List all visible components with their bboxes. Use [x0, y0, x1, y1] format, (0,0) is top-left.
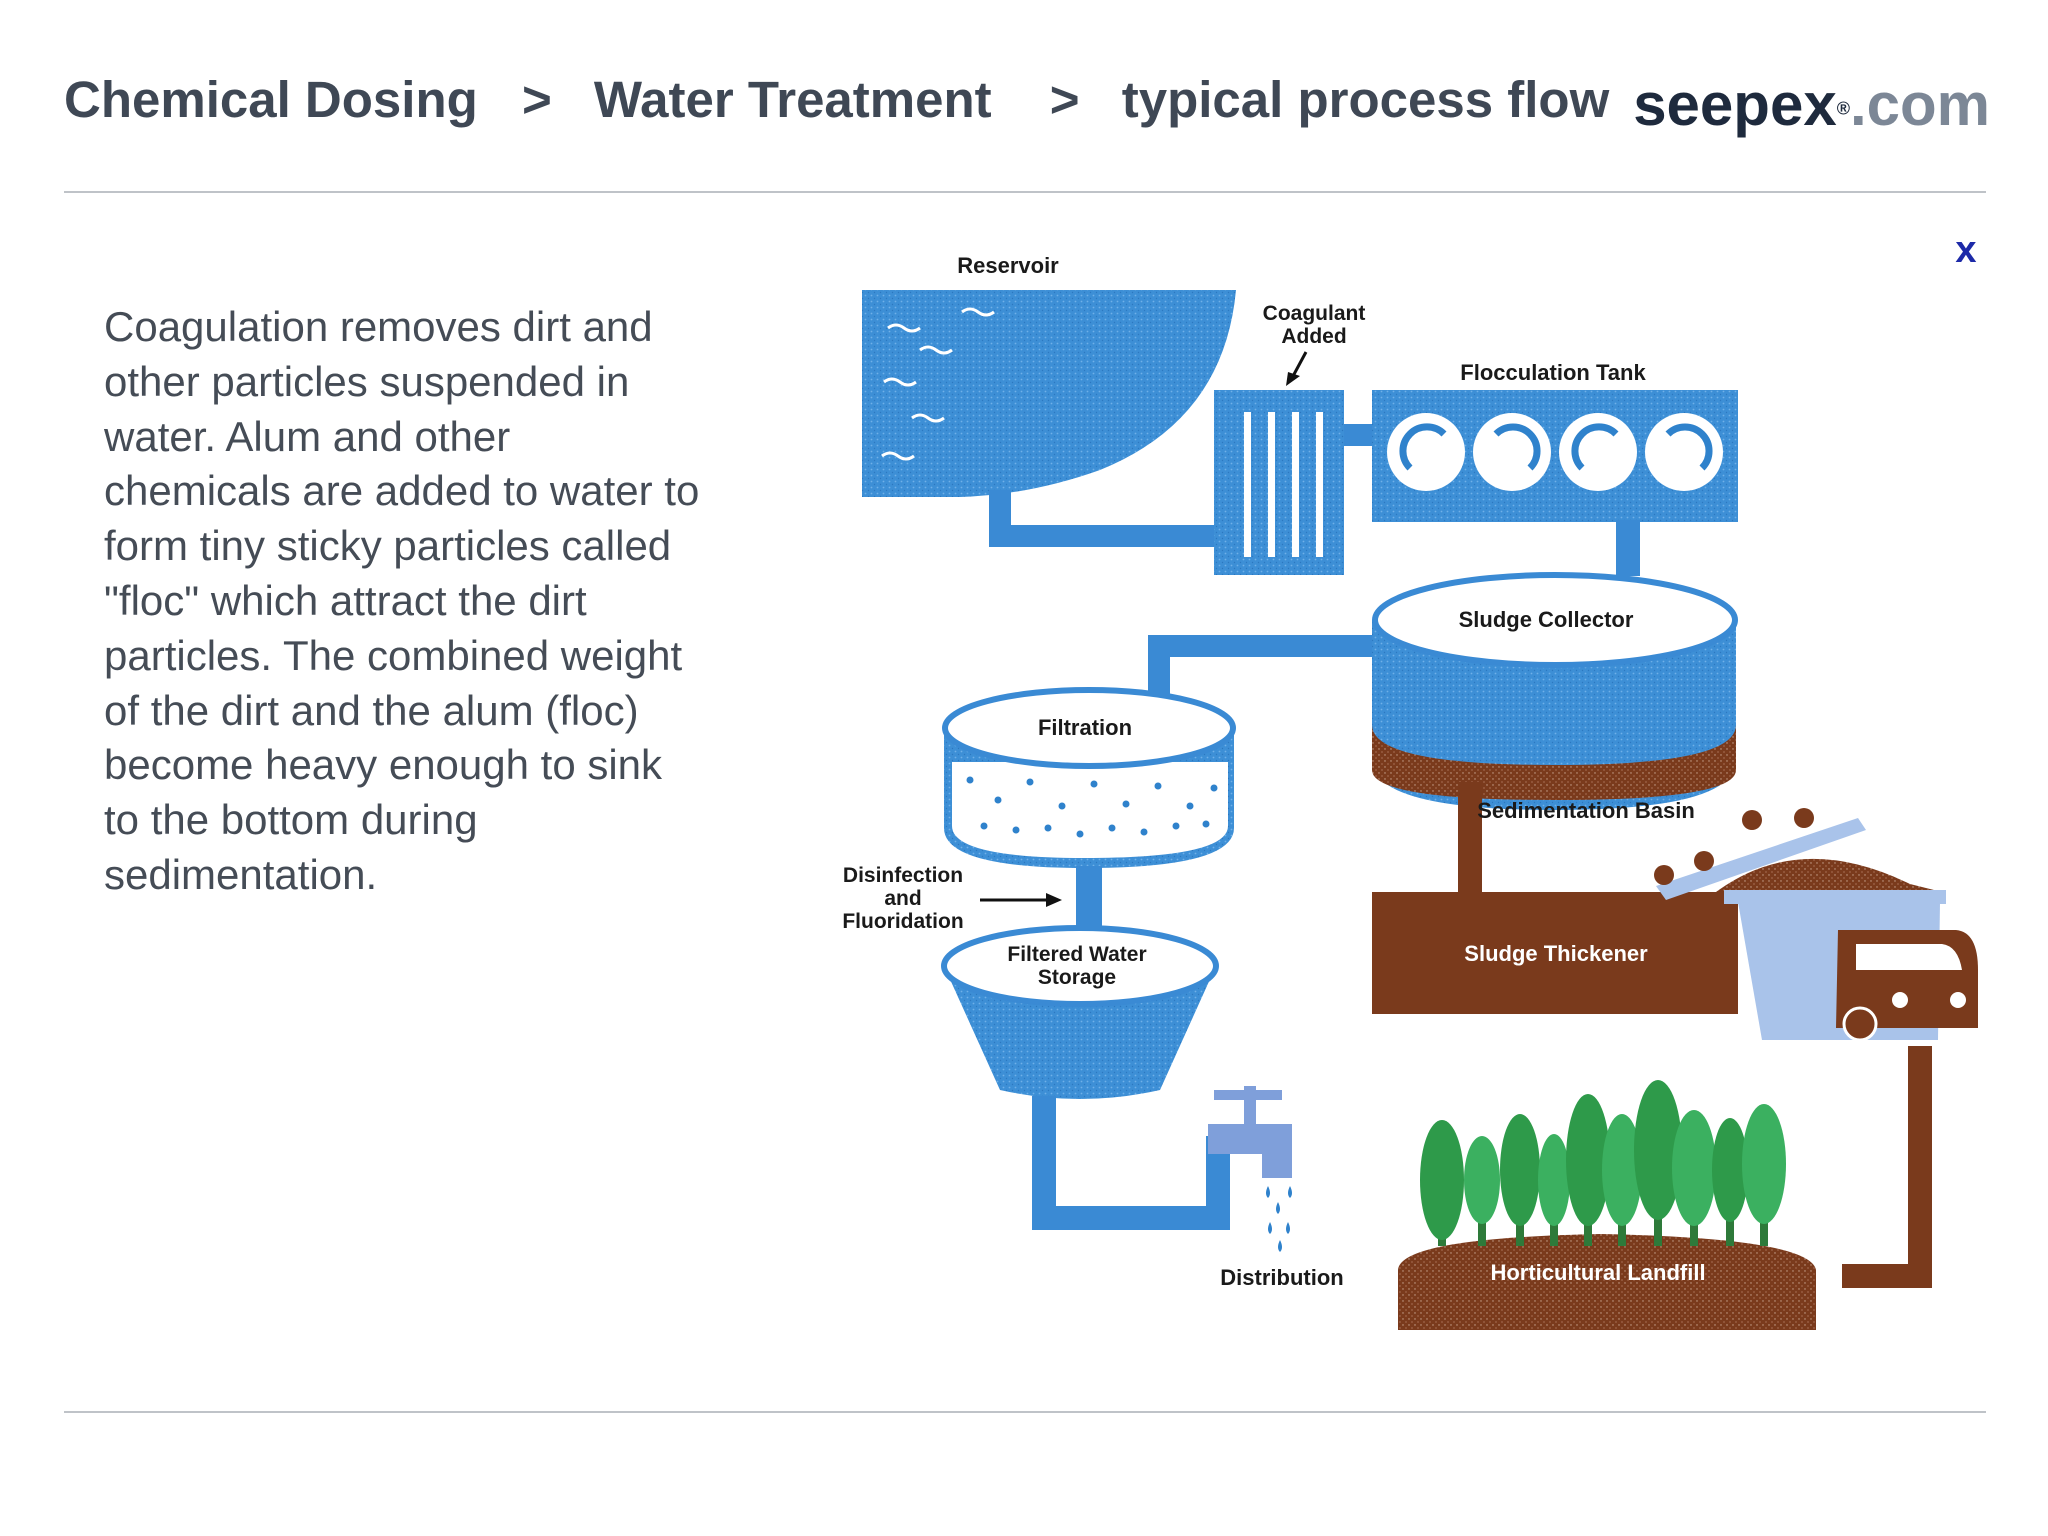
filtration-tank — [942, 687, 1236, 868]
coagulation-description: Coagulation removes dirt and other parti… — [104, 303, 700, 898]
close-button[interactable]: x — [1955, 229, 1977, 271]
sludge-thickener — [1372, 892, 1738, 1014]
label-sludge-thickener: Sludge Thickener — [1464, 941, 1648, 966]
label-sludge-collector: Sludge Collector — [1459, 607, 1634, 632]
breadcrumb-item-water-treatment[interactable]: Water Treatment — [593, 71, 992, 128]
label-storage-1: Filtered Water — [1007, 943, 1146, 966]
arrow-disinfection — [980, 893, 1062, 907]
flocculation-tank — [1372, 390, 1738, 522]
label-disinfection-3: Fluoridation — [842, 910, 963, 933]
breadcrumb-item-process-flow: typical process flow — [1121, 71, 1610, 128]
arrow-coagulant — [1286, 351, 1308, 386]
label-coagulant-1: Coagulant — [1263, 302, 1366, 325]
sludge-truck-icon — [1716, 858, 1978, 1042]
pipe-storage-tap — [1032, 1096, 1230, 1230]
label-distribution: Distribution — [1220, 1265, 1343, 1290]
breadcrumb: Chemical Dosing > Water Treatment > typi… — [64, 70, 1609, 129]
filtered-water-storage — [941, 925, 1219, 1099]
seepex-logo[interactable]: seepex®.com — [1633, 70, 1990, 139]
pipe-reservoir-mixer — [989, 490, 1218, 547]
footer-divider — [64, 1411, 1986, 1413]
label-flocculation-tank: Flocculation Tank — [1460, 360, 1646, 385]
sludge-conveyor — [1654, 808, 1866, 900]
label-coagulant-2: Added — [1281, 325, 1346, 348]
label-filtration: Filtration — [1038, 715, 1132, 740]
pipe-mixer-floc — [1344, 424, 1374, 446]
sludge-collector — [1372, 572, 1738, 810]
horticultural-landfill — [1398, 1080, 1816, 1330]
water-waves — [881, 307, 995, 461]
label-disinfection-2: and — [884, 887, 921, 910]
pipe-floc-collector — [1616, 520, 1640, 576]
label-storage-2: Storage — [1038, 966, 1116, 989]
pipe-collector-thickener — [1458, 782, 1482, 892]
tree-icons — [1420, 1080, 1786, 1246]
coagulant-mixer — [1214, 390, 1344, 575]
faucet-icon — [1208, 1086, 1292, 1252]
reservoir — [862, 290, 1236, 497]
label-reservoir: Reservoir — [957, 253, 1059, 278]
pipe-collector-filtration — [1148, 635, 1372, 704]
page-header: Chemical Dosing > Water Treatment > typi… — [64, 60, 1990, 140]
pipe-truck-landfill — [1842, 1046, 1932, 1288]
pipe-filtration-storage — [1076, 866, 1102, 946]
breadcrumb-separator: > — [521, 71, 552, 128]
label-sedimentation-basin: Sedimentation Basin — [1477, 798, 1695, 823]
header-divider — [64, 191, 1986, 193]
label-disinfection-1: Disinfection — [843, 864, 963, 887]
breadcrumb-separator: > — [1049, 71, 1080, 128]
logo-main: seepex — [1633, 71, 1837, 138]
breadcrumb-item-chemical-dosing[interactable]: Chemical Dosing — [64, 71, 478, 128]
logo-tld: .com — [1849, 71, 1990, 138]
label-horticultural-landfill: Horticultural Landfill — [1490, 1260, 1705, 1285]
logo-registered: ® — [1836, 98, 1850, 119]
